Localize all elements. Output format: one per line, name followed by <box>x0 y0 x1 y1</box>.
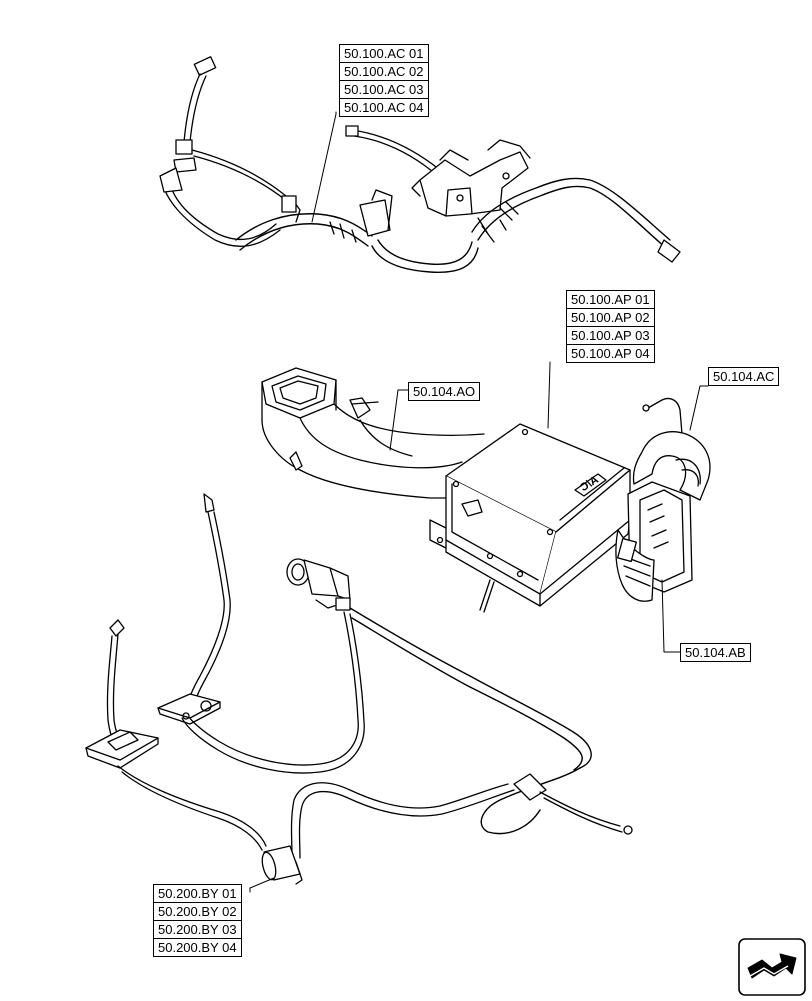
callout-row: 50.100.AP 04 <box>567 344 654 362</box>
leader-lines <box>249 111 709 893</box>
next-page-arrow-icon[interactable] <box>738 938 806 996</box>
blower-and-filter-assembly <box>615 397 711 602</box>
callout-row: 50.100.AP 03 <box>567 326 654 344</box>
callout-row: 50.100.AC 04 <box>340 98 428 116</box>
callout-ac-harness: 50.100.AC 01 50.100.AC 02 50.100.AC 03 5… <box>339 44 429 117</box>
lower-refrigerant-lines <box>85 493 633 885</box>
callout-row: 50.200.BY 04 <box>154 938 241 956</box>
callout-row: 50.100.AP 01 <box>571 292 650 307</box>
callout-row: 50.100.AC 02 <box>340 62 428 80</box>
top-hose-harness <box>159 56 681 273</box>
callout-duct: 50.104.AO <box>408 382 481 401</box>
callout-row: 50.200.BY 02 <box>154 902 241 920</box>
callout-row: 50.200.BY 01 <box>158 886 237 901</box>
callout-ap-module: 50.100.AP 01 50.100.AP 02 50.100.AP 03 5… <box>566 290 655 363</box>
callout-by-lines: 50.200.BY 01 50.200.BY 02 50.200.BY 03 5… <box>153 884 242 957</box>
callout-filter: 50.104.AB <box>680 643 751 662</box>
callout-blower: 50.104.AC <box>708 367 780 386</box>
callout-row: 50.104.AC <box>713 369 775 384</box>
callout-row: 50.100.AC 01 <box>344 46 424 61</box>
callout-row: 50.104.AO <box>413 384 476 399</box>
callout-row: 50.104.AB <box>685 645 746 660</box>
duct-and-ac-unit <box>261 367 631 613</box>
callout-row: 50.100.AC 03 <box>340 80 428 98</box>
callout-row: 50.200.BY 03 <box>154 920 241 938</box>
callout-row: 50.100.AP 02 <box>567 308 654 326</box>
